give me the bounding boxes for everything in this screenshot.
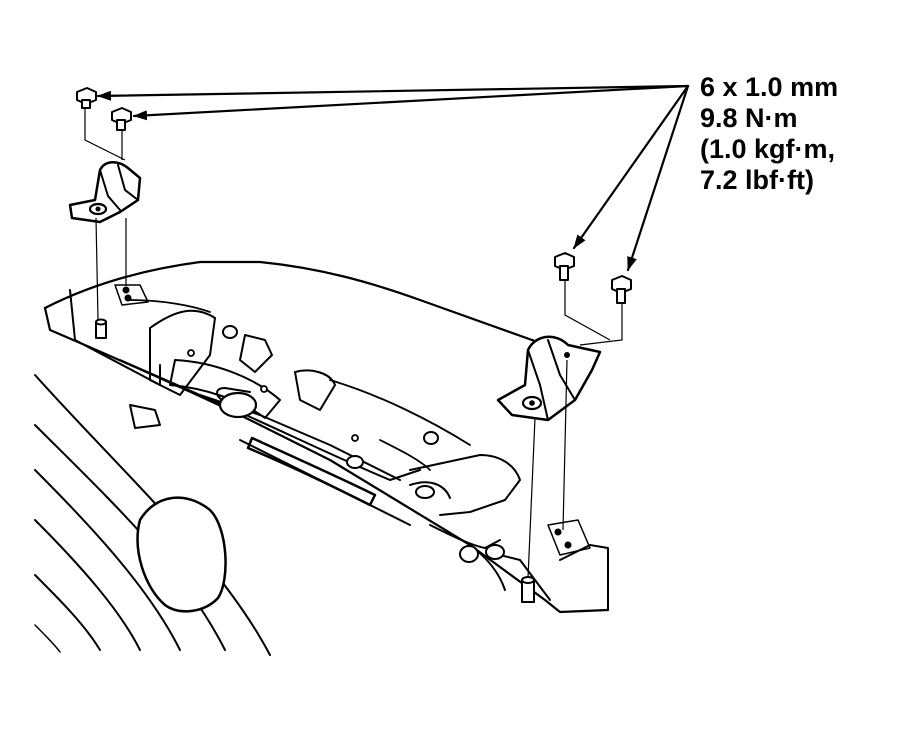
- bolt-upper-left-1: [76, 87, 97, 109]
- left-bracket: [68, 161, 142, 224]
- left-mounting-points: [95, 284, 149, 339]
- torque-spec-callout: 6 x 1.0 mm 9.8 N·m (1.0 kgf·m, 7.2 lbf·f…: [700, 72, 838, 196]
- right-mounting-points: [521, 519, 591, 603]
- radiator-support: [43, 260, 610, 614]
- callout-arrows: [96, 84, 690, 272]
- right-bracket: [496, 335, 602, 422]
- torque-nm-label: 9.8 N·m: [700, 103, 798, 133]
- alignment-lines: [84, 108, 623, 579]
- grille-emblem: [136, 496, 227, 613]
- bolt-size-label: 6 x 1.0 mm: [700, 72, 839, 102]
- bolt-right-1: [554, 252, 575, 281]
- bolt-right-2: [611, 275, 632, 304]
- bolt-upper-left-2: [111, 107, 132, 131]
- hood-latch: [187, 325, 505, 563]
- torque-lbfft-label: 7.2 lbf·ft): [700, 165, 814, 195]
- torque-kgfm-label: (1.0 kgf·m,: [700, 134, 836, 164]
